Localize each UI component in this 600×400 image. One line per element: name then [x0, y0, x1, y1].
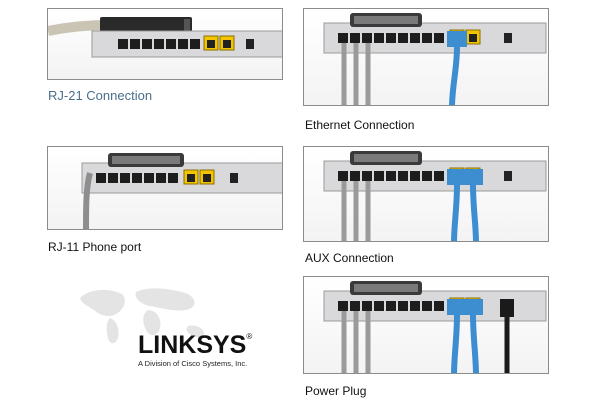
- panel-rj11-phone-port: [47, 146, 283, 230]
- registered-mark: ®: [246, 332, 253, 341]
- caption-power: Power Plug: [305, 384, 367, 398]
- panel-aux-connection: [303, 146, 549, 242]
- linksys-logo: LINKSYS® A Division of Cisco Systems, In…: [138, 332, 252, 368]
- panel-ethernet-connection: [303, 8, 549, 106]
- caption-rj21: RJ-21 Connection: [48, 88, 153, 103]
- brand-name: LINKSYS: [138, 331, 247, 359]
- brand-tagline: A Division of Cisco Systems, Inc.: [138, 359, 248, 368]
- caption-ethernet: Ethernet Connection: [305, 118, 415, 132]
- panel-power-plug: [303, 276, 549, 374]
- caption-rj11: RJ-11 Phone port: [48, 240, 142, 254]
- panel-rj21-connection: [47, 8, 283, 80]
- world-map-icon: [80, 288, 204, 344]
- caption-aux: AUX Connection: [305, 251, 394, 265]
